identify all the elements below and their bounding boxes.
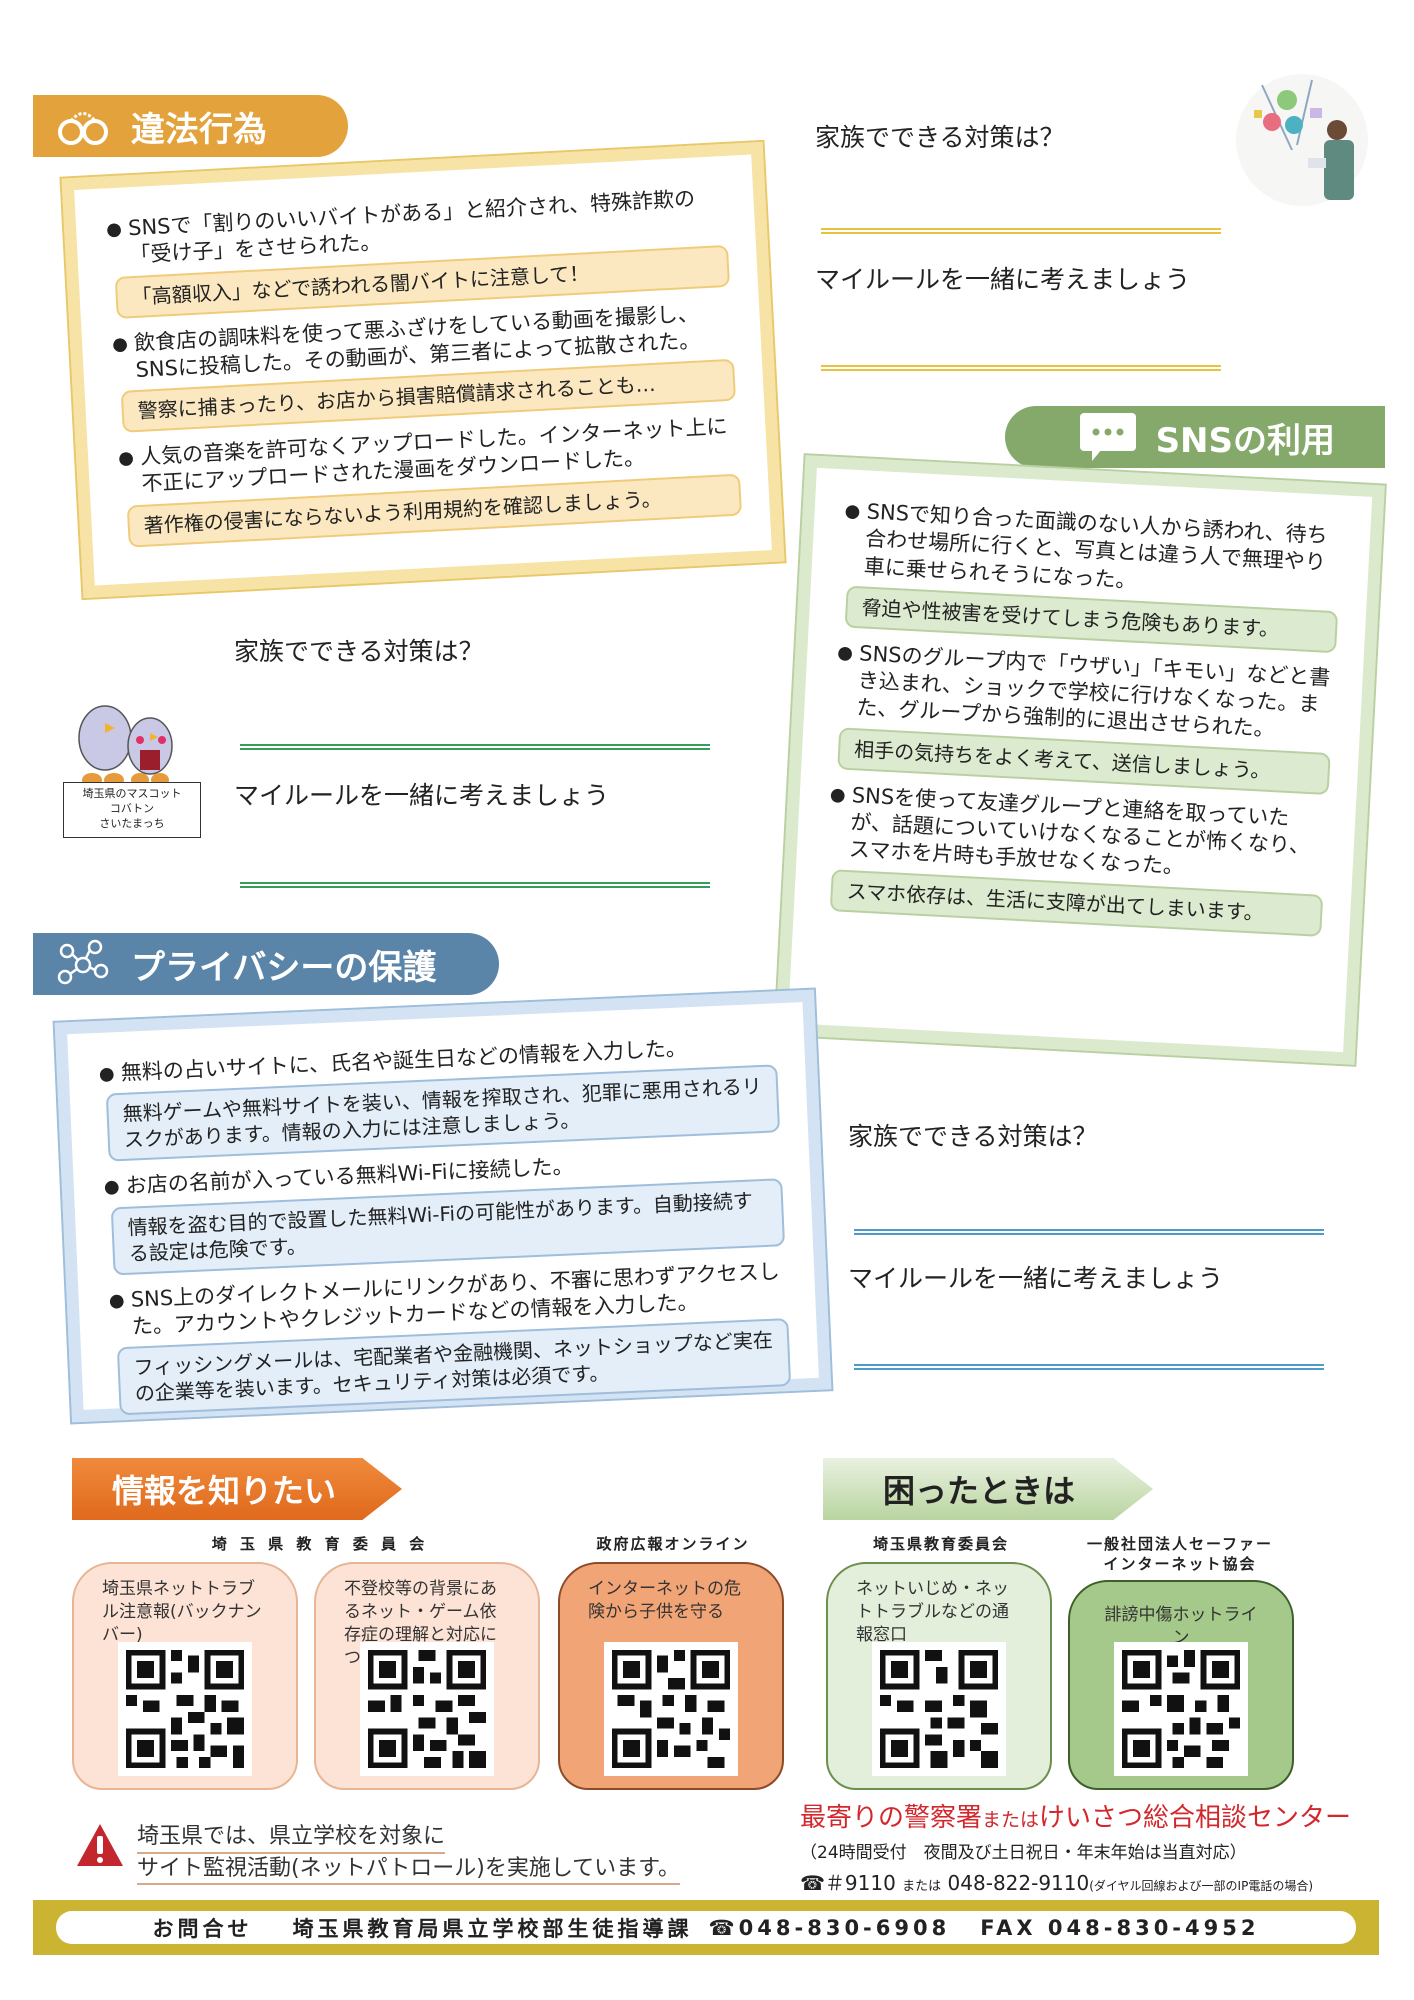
privacy-cases-box: ●無料の占いサイトに、氏名や誕生日などの情報を入力した。 無料ゲームや無料サイト… [52, 987, 834, 1425]
card-title: 埼玉県ネットトラブル注意報(バックナンバー) [102, 1579, 262, 1645]
police-hours: （24時間受付 夜間及び土日祝日・年末年始は当直対応） [800, 1843, 1247, 1863]
bullet-icon: ● [105, 218, 123, 241]
case-item: ●SNSで「割りのいいバイトがある」と紹介され、特殊詐欺の「受け子」をさせられた… [106, 184, 731, 319]
police-phone: ☎＃9110 または 048-822-9110(ダイヤル回線および一部のIP電話… [800, 1867, 1400, 1896]
smartphone-user-illustration [1232, 70, 1372, 210]
org-label: 政府広報オンライン [596, 1535, 750, 1553]
myrule-text: マイルールを一緒に考えましょう [815, 265, 1191, 294]
info-card-game-addiction[interactable]: 不登校等の背景にあるネット・ゲーム依存症の理解と対応について [314, 1562, 540, 1790]
case-item: ●SNS上のダイレクトメールにリンクがあり、不審に思わずアクセスした。アカウント… [108, 1258, 792, 1416]
notice-line: サイト監視活動(ネットパトロール)を実施しています。 [137, 1854, 680, 1886]
org-label: 一般社団法人セーファー インターネット協会 [1060, 1535, 1300, 1574]
case-item: ●SNSを使って友達グループと連絡を取っていたが、話題についていけなくなることが… [824, 781, 1328, 937]
org-label: 埼玉県教育委員会 [872, 1535, 1009, 1553]
help-header: 困ったときは [823, 1458, 1153, 1520]
case-situation: SNSのグループ内で「ウザい」「キモい」などと書き込まれ、ショックで学校に行けな… [855, 641, 1331, 742]
network-people-icon [53, 939, 113, 989]
department-name: 埼玉県教育局県立学校部生徒指導課 [292, 1916, 693, 1941]
qr-code-icon[interactable] [604, 1642, 738, 1776]
bullet-icon: ● [111, 333, 129, 355]
fax-number: FAX 048-830-4952 [980, 1915, 1260, 1940]
divider [240, 882, 710, 888]
mascot-caption-line: 埼玉県のマスコット [82, 787, 182, 800]
tel-number[interactable]: ☎048-830-6908 [708, 1915, 951, 1940]
contact-label: お問合せ [152, 1916, 253, 1941]
bullet-icon: ● [98, 1063, 116, 1085]
divider [854, 1364, 1324, 1370]
contact-info: お問合せ 埼玉県教育局県立学校部生徒指導課 ☎048-830-6908 FAX … [56, 1911, 1356, 1944]
or-text: または [982, 1809, 1040, 1831]
case-situation: SNSを使って友達グループと連絡を取っていたが、話題についていけなくなることが怖… [848, 782, 1311, 879]
divider [854, 1229, 1324, 1235]
handcuffs-icon [53, 101, 113, 151]
phone-note: (ダイヤル回線および一部のIP電話の場合) [1089, 1879, 1314, 1893]
card-title: 不登校等の背景にあるネット・ゲーム依存症の理解と対応について [344, 1579, 497, 1668]
family-question: 家族でできる対策は？ [848, 1122, 1098, 1151]
section-title: プライバシーの保護 [131, 947, 437, 988]
org-label-line: 一般社団法人セーファー [1086, 1535, 1274, 1553]
bullet-icon: ● [117, 447, 135, 470]
mascot-illustration [60, 688, 200, 788]
divider [240, 744, 710, 750]
family-question: 家族でできる対策は？ [815, 123, 1065, 152]
case-item: ●人気の音楽を許可なくアップロードした。インターネット上に不正にアップロードされ… [118, 413, 743, 548]
chat-bubble-icon [1078, 412, 1138, 462]
family-question: 家族でできる対策は？ [234, 637, 484, 666]
illegal-cases-box: ●SNSで「割りのいいバイトがある」と紹介され、特殊詐欺の「受け子」をさせられた… [59, 139, 787, 601]
myrule-text: マイルールを一緒に考えましょう [234, 781, 610, 810]
section-title: 違法行為 [131, 109, 267, 150]
org-label: 埼 玉 県 教 育 委 員 会 [211, 1535, 429, 1553]
contact-footer: お問合せ 埼玉県教育局県立学校部生徒指導課 ☎048-830-6908 FAX … [33, 1900, 1379, 1955]
myrule-text: マイルールを一緒に考えましょう [848, 1264, 1224, 1293]
org-label-line: インターネット協会 [1103, 1554, 1257, 1573]
sns-cases-box: ●SNSで知り合った面識のない人から誘われ、待ち合わせ場所に行くと、写真とは違う… [773, 453, 1387, 1067]
net-patrol-notice: 埼玉県では、県立学校を対象に サイト監視活動(ネットパトロール)を実施しています… [75, 1822, 680, 1886]
qr-code-icon[interactable] [118, 1642, 252, 1776]
section-header-illegal: 違法行為 [33, 95, 348, 157]
police-title: 最寄りの警察署またはけいさつ総合相談センター [800, 1797, 1400, 1834]
qr-code-icon[interactable] [360, 1642, 494, 1776]
bullet-icon: ● [108, 1289, 125, 1312]
help-card-report-window[interactable]: ネットいじめ・ネットトラブルなどの通報窓口 [826, 1562, 1052, 1790]
qr-code-icon[interactable] [1114, 1642, 1248, 1776]
warning-icon [75, 1822, 125, 1872]
card-title: ネットいじめ・ネットトラブルなどの通報窓口 [856, 1579, 1009, 1645]
case-item: ●SNSで知り合った面識のない人から誘われ、待ち合わせ場所に行くと、写真とは違う… [839, 497, 1343, 654]
mascot-caption-line: コバトン [109, 801, 155, 815]
mascot-caption: 埼玉県のマスコット コバトン さいたまっち [63, 782, 201, 838]
notice-line: 埼玉県では、県立学校を対象に [137, 1822, 446, 1854]
consultation-center-label: けいさつ総合相談センター [1039, 1803, 1352, 1833]
police-contact: 最寄りの警察署またはけいさつ総合相談センター （24時間受付 夜間及び土日祝日・… [800, 1797, 1400, 1896]
case-item: ●お店の名前が入っている無料Wi-Fiに接続した。 情報を盗む目的で設置した無料… [103, 1145, 786, 1276]
info-header: 情報を知りたい [72, 1458, 402, 1520]
phone-number[interactable]: 048-822-9110 [947, 1871, 1090, 1895]
police-station-label: 最寄りの警察署 [800, 1803, 983, 1833]
info-card-gov-online[interactable]: インターネットの危険から子供を守る [558, 1562, 784, 1790]
section-header-sns: SNSの利用 [1005, 406, 1385, 468]
bullet-icon: ● [103, 1176, 121, 1199]
divider [821, 228, 1221, 234]
info-card-net-trouble[interactable]: 埼玉県ネットトラブル注意報(バックナンバー) [72, 1562, 298, 1790]
case-item: ●SNSのグループ内で「ウザい」「キモい」などと書き込まれ、ショックで学校に行け… [831, 639, 1335, 795]
case-item: ●無料の占いサイトに、氏名や誕生日などの情報を入力した。 無料ゲームや無料サイト… [98, 1031, 781, 1162]
qr-code-icon[interactable] [872, 1642, 1006, 1776]
help-card-hotline[interactable]: 誹謗中傷ホットライン [1068, 1580, 1294, 1790]
divider [821, 365, 1221, 371]
section-header-privacy: プライバシーの保護 [33, 933, 499, 995]
short-number[interactable]: ☎＃9110 [800, 1871, 896, 1895]
or-text: または [902, 1879, 942, 1894]
case-item: ●飲食店の調味料を使って悪ふざけをしている動画を撮影し、SNSに投稿した。その動… [112, 298, 737, 433]
card-title: インターネットの危険から子供を守る [588, 1579, 741, 1622]
mascot-caption-line: さいたまっち [99, 816, 165, 830]
section-title: SNSの利用 [1155, 420, 1335, 461]
